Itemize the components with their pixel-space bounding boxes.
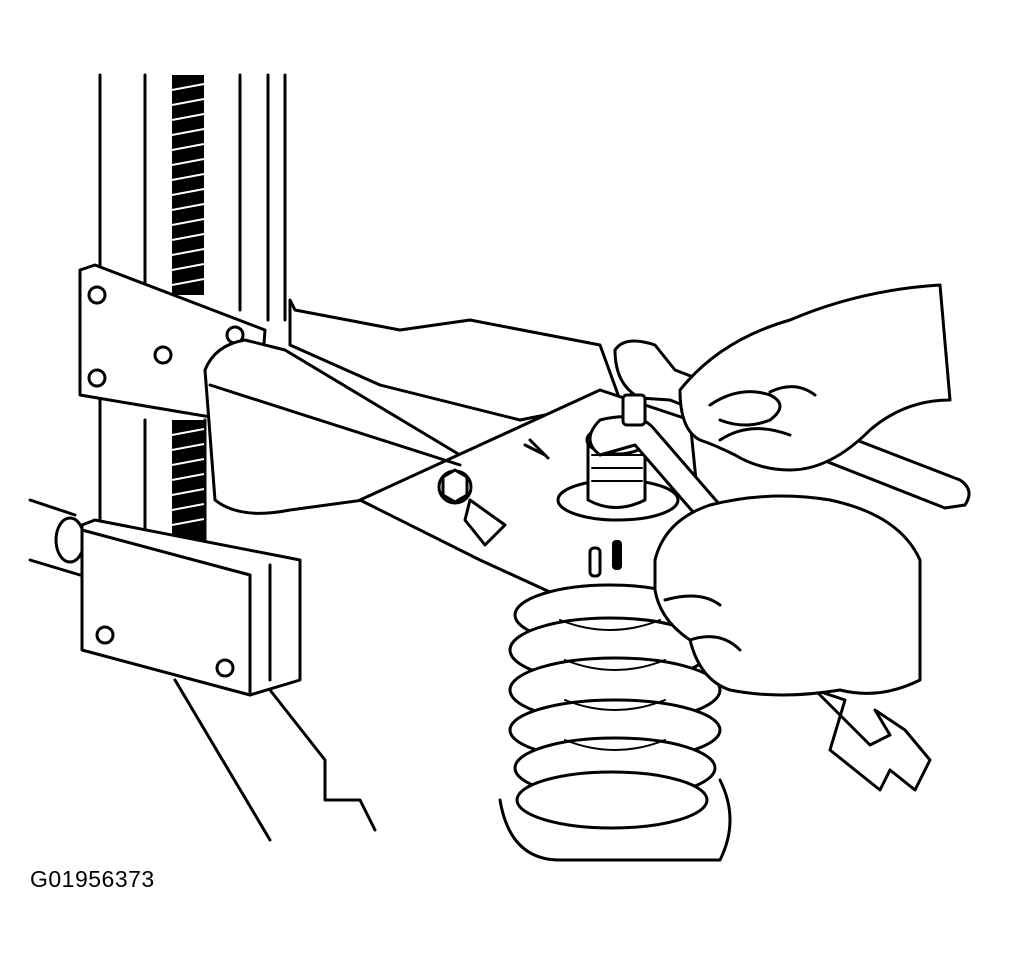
compressor-frame — [28, 73, 377, 842]
figure-code-label: G01956373 — [30, 866, 155, 892]
mounting-plate-lower — [80, 518, 302, 697]
threaded-screw — [171, 75, 205, 540]
technician-hands — [653, 283, 952, 697]
coil-spring — [498, 583, 732, 862]
